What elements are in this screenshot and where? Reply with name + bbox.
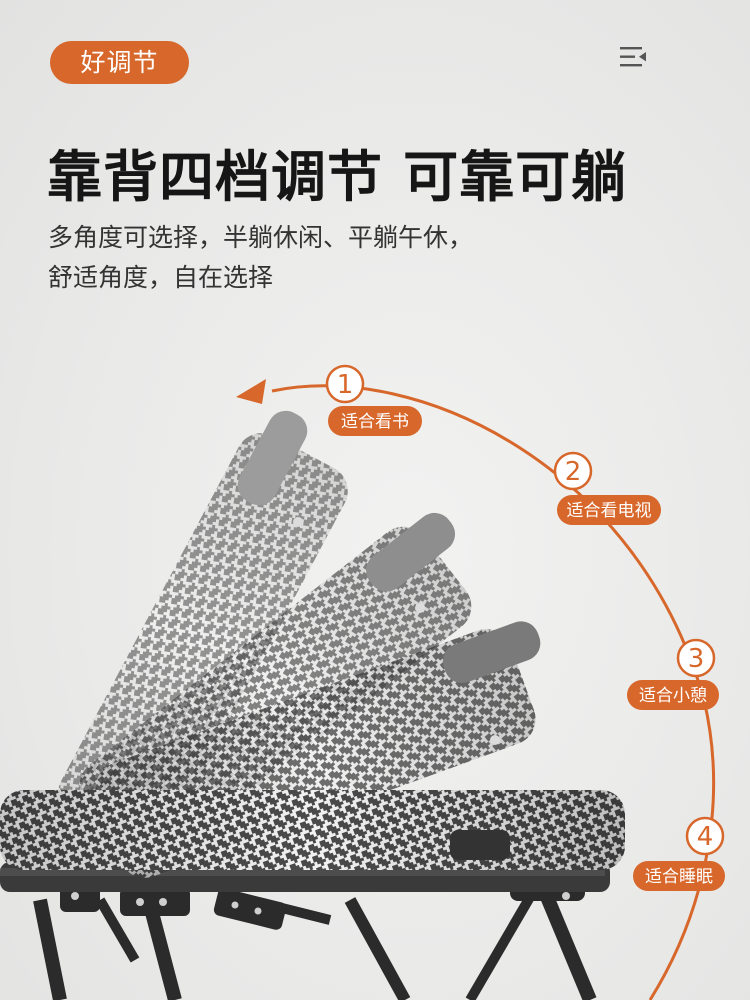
feature-tag: 好调节: [50, 41, 189, 84]
position-label-3: 适合小憩: [639, 686, 707, 706]
position-marker-2: 2 适合看电视: [553, 451, 661, 525]
position-label-1: 适合看书: [341, 412, 409, 432]
position-number-2: 2: [565, 457, 582, 487]
position-label-4: 适合睡眠: [645, 867, 713, 887]
position-marker-1: 1 适合看书: [325, 364, 422, 436]
position-number-3: 3: [688, 644, 705, 674]
position-marker-3: 3 适合小憩: [627, 638, 719, 710]
adjustment-arc: [236, 379, 715, 1000]
page-title: 靠背四档调节 可靠可躺: [47, 144, 628, 209]
position-label-2: 适合看电视: [567, 501, 652, 521]
description-line-2: 舒适角度，自在选择: [48, 263, 274, 292]
description: 多角度可选择，半躺休闲、平躺午休， 舒适角度，自在选择: [48, 218, 473, 298]
backrest-rivets: [293, 517, 500, 745]
position-number-1: 1: [337, 370, 354, 400]
menu-collapse-icon[interactable]: [618, 44, 648, 70]
position-marker-4: 4 适合睡眠: [633, 816, 725, 891]
backrest-positions: [0, 410, 625, 878]
description-line-1: 多角度可选择，半躺休闲、平躺午休，: [48, 223, 474, 252]
position-number-4: 4: [697, 822, 714, 852]
